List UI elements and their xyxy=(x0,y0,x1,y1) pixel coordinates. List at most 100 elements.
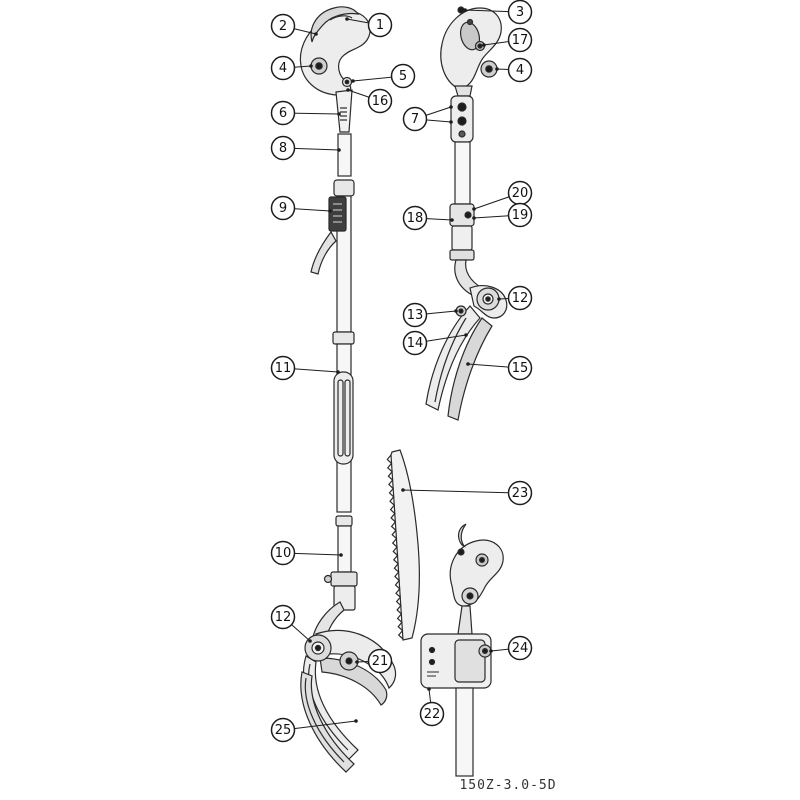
callout-bubble xyxy=(507,27,533,53)
callout-13: 13 xyxy=(402,302,458,328)
callout-number: 21 xyxy=(372,654,389,669)
callout-number: 19 xyxy=(512,208,529,223)
clamp-right xyxy=(449,203,475,261)
leader-dot xyxy=(354,719,358,723)
callout-bubble xyxy=(270,135,296,161)
callout-bubble xyxy=(507,202,533,228)
callout-number: 18 xyxy=(407,211,424,226)
spec-label-plate xyxy=(328,196,347,232)
callout-14: 14 xyxy=(402,330,468,356)
pole-segment-bottom-right xyxy=(455,687,474,777)
leader-dot xyxy=(351,79,355,83)
saw-teeth xyxy=(386,454,404,640)
saw-mount-bracket xyxy=(420,633,492,689)
leader-dot xyxy=(337,148,341,152)
callout-number: 17 xyxy=(512,33,529,48)
callout-1: 1 xyxy=(345,12,393,38)
leader-dot xyxy=(449,105,453,109)
leader-dot xyxy=(328,209,332,213)
callout-22: 22 xyxy=(419,687,445,727)
leader-dot xyxy=(449,120,453,124)
leader-dot xyxy=(339,553,343,557)
callout-number: 5 xyxy=(399,69,407,84)
callout-bubble xyxy=(507,285,533,311)
cutter-head-mid-right xyxy=(425,259,508,421)
callout-number: 7 xyxy=(411,112,419,127)
bolt-icon xyxy=(315,62,323,70)
leader-dot xyxy=(336,370,340,374)
pivot-bolt-icon xyxy=(314,644,322,652)
callout-17: 17 xyxy=(482,27,533,53)
callout-bubble xyxy=(270,55,296,81)
callout-bubble xyxy=(367,648,393,674)
callout-4-left: 4 xyxy=(270,55,313,81)
callout-11: 11 xyxy=(270,355,340,381)
leader-dot xyxy=(308,639,312,643)
pole-segment-handle-left xyxy=(332,331,355,513)
callout-9: 9 xyxy=(270,195,332,221)
callout-bubble xyxy=(270,13,296,39)
leader-dot xyxy=(345,17,349,21)
leader-dot xyxy=(337,112,341,116)
callout-number: 3 xyxy=(516,5,524,20)
pruner-head-top-left xyxy=(299,6,371,133)
leader-line xyxy=(282,720,357,731)
callout-21: 21 xyxy=(355,648,393,674)
callout-25: 25 xyxy=(270,717,358,743)
leader-dot xyxy=(463,8,467,12)
callout-bubble xyxy=(507,57,533,83)
callout-15: 15 xyxy=(466,355,533,381)
callout-number: 16 xyxy=(372,94,389,109)
lock-lever xyxy=(310,230,337,275)
leader-dot xyxy=(309,64,313,68)
callout-16: 16 xyxy=(346,88,393,114)
callout-4-right: 4 xyxy=(495,57,533,83)
callout-number: 12 xyxy=(512,291,529,306)
model-label: 150Z-3.0-5D xyxy=(459,778,557,793)
callout-number: 12 xyxy=(275,610,292,625)
callout-6: 6 xyxy=(270,100,341,126)
leader-dot xyxy=(355,660,359,664)
callout-number: 14 xyxy=(407,336,424,351)
callout-bubble xyxy=(402,106,428,132)
connector-block-right xyxy=(450,95,474,143)
pole-segment-right xyxy=(454,141,471,205)
callout-number: 11 xyxy=(275,361,292,376)
callout-bubble xyxy=(507,635,533,661)
callout-bubble xyxy=(507,355,533,381)
callout-number: 22 xyxy=(424,707,441,722)
leader-dot xyxy=(489,649,493,653)
callout-bubble xyxy=(270,195,296,221)
pole-segment-label-left xyxy=(310,179,355,333)
leader-dot xyxy=(401,488,405,492)
leader-dot xyxy=(466,362,470,366)
callout-bubble xyxy=(270,717,296,743)
callout-number: 4 xyxy=(516,63,524,78)
callout-bubble xyxy=(419,701,445,727)
callout-12-left: 12 xyxy=(270,604,312,643)
callout-bubble xyxy=(402,330,428,356)
callout-bubble xyxy=(507,480,533,506)
leader-dot xyxy=(314,32,318,36)
callout-5: 5 xyxy=(351,63,416,89)
callout-bubble xyxy=(270,604,296,630)
callout-bubble xyxy=(270,540,296,566)
callout-number: 10 xyxy=(275,546,292,561)
screw-icon xyxy=(457,6,465,14)
pruner-head-top-right xyxy=(440,6,502,97)
callout-number: 2 xyxy=(279,19,287,34)
callout-3: 3 xyxy=(463,0,533,25)
callout-number: 9 xyxy=(279,201,287,216)
leader-dot xyxy=(450,218,454,222)
callout-bubble xyxy=(270,355,296,381)
leader-line xyxy=(402,489,521,494)
callout-bubble xyxy=(367,12,393,38)
leader-dot xyxy=(472,216,476,220)
callout-number: 1 xyxy=(376,18,384,33)
leader-dot xyxy=(495,67,499,71)
callout-8: 8 xyxy=(270,135,341,161)
pruner-head-bottom-left xyxy=(300,601,397,773)
